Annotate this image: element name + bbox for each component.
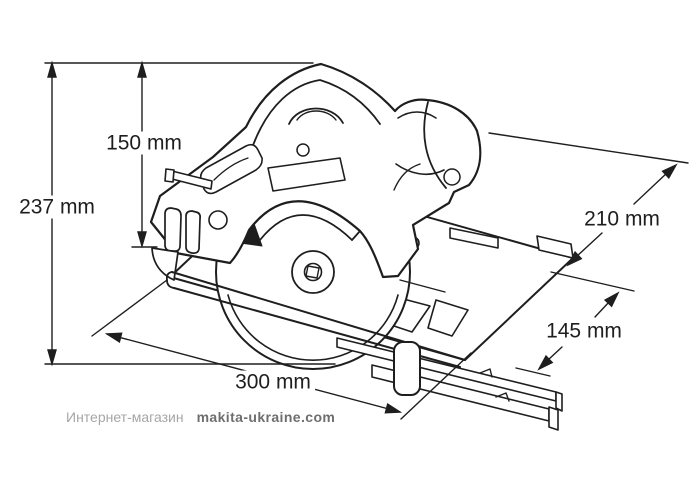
handle-inner — [395, 163, 445, 176]
lever-tip — [164, 168, 175, 183]
dimension-label-237: 237 mm — [15, 195, 99, 219]
handle-inner — [397, 111, 437, 119]
extension-line — [515, 367, 551, 377]
arrowhead — [137, 60, 147, 78]
motor-cap-circle — [443, 168, 461, 186]
watermark: Интернет-магазин makita-ukraine.com — [66, 409, 335, 425]
dimension-label-150: 150 mm — [102, 131, 186, 155]
fence-bar-end — [548, 406, 559, 431]
dimension-label-300: 300 mm — [231, 370, 315, 394]
screw — [296, 143, 310, 157]
arrowhead — [603, 291, 620, 308]
extension-line — [91, 279, 168, 337]
rear-foot — [427, 299, 469, 337]
base-slot — [449, 227, 499, 249]
dimension-width-145 — [515, 271, 635, 377]
arrowhead — [537, 354, 554, 371]
arbor-hub — [291, 250, 335, 294]
arrowhead — [661, 163, 678, 179]
dimension-annotations — [44, 60, 689, 420]
arrowhead — [384, 402, 403, 414]
arrowhead — [137, 231, 147, 249]
name-plate — [267, 157, 346, 192]
watermark-store-text: Интернет-магазин — [66, 409, 184, 425]
dimension-label-210: 210 mm — [580, 207, 664, 231]
dimension-height-150 — [131, 60, 158, 249]
fence-holder-post — [393, 341, 421, 396]
screw — [208, 210, 228, 230]
guard-inner-arc — [251, 79, 381, 149]
dimension-label-145: 145 mm — [542, 319, 626, 343]
arrowhead — [47, 60, 57, 78]
extension-line — [550, 271, 635, 292]
fence-notch — [495, 392, 510, 402]
front-knob-inner — [296, 110, 337, 121]
dimension-depth-210 — [488, 132, 689, 267]
front-tab — [164, 207, 182, 253]
fence-notch — [479, 368, 493, 378]
front-tab — [185, 210, 202, 255]
rip-fence — [336, 337, 563, 431]
extension-line — [488, 132, 689, 164]
motor-endcap-line — [423, 101, 447, 189]
vent-panel — [199, 143, 263, 195]
extension-line — [400, 352, 472, 420]
watermark-site-text: makita-ukraine.com — [196, 409, 336, 425]
corner-bracket — [151, 247, 179, 281]
front-knob — [288, 107, 344, 125]
arrowhead — [104, 332, 123, 344]
arrowhead — [566, 250, 583, 267]
motor-housing-and-guard — [149, 62, 482, 293]
fence-bar-end — [555, 391, 563, 412]
arrowhead — [47, 349, 57, 367]
